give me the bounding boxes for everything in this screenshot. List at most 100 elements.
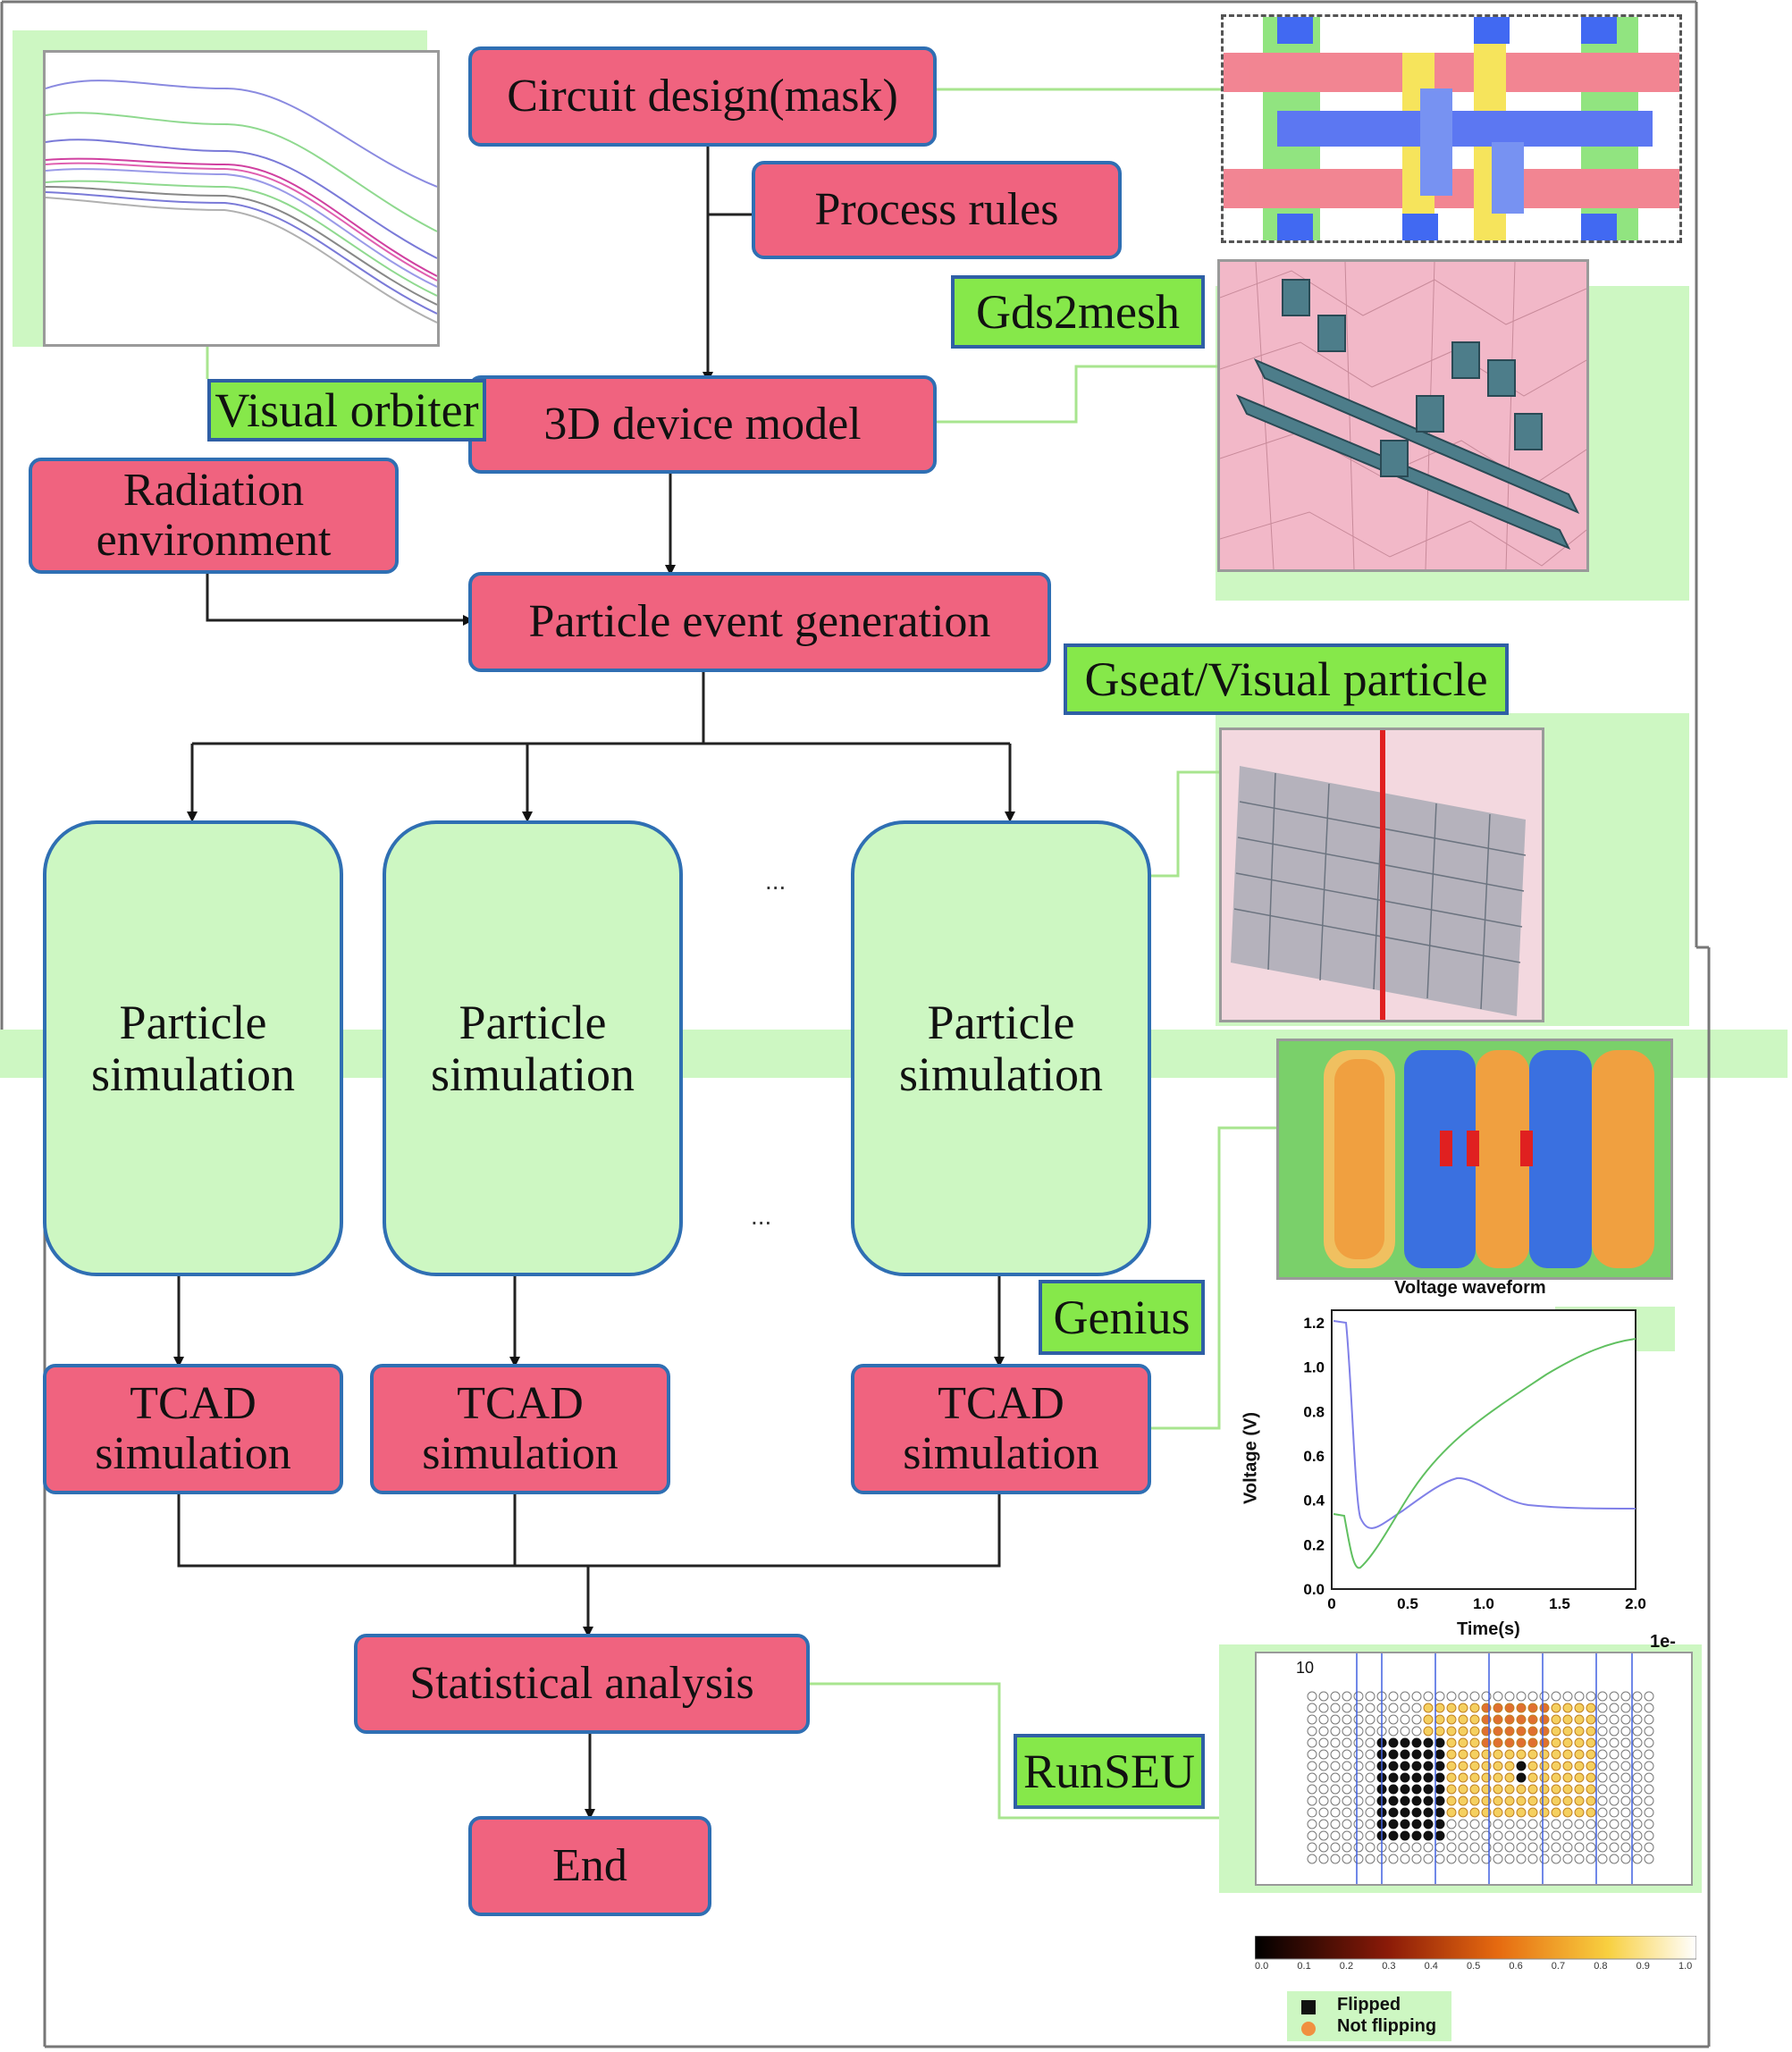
seu-cell xyxy=(1446,1807,1457,1818)
seu-cell xyxy=(1504,1854,1515,1864)
seu-cell xyxy=(1307,1830,1317,1841)
seu-cell xyxy=(1388,1807,1399,1818)
voltage-xtick-label: 1.5 xyxy=(1549,1595,1570,1610)
seu-cell xyxy=(1400,1854,1410,1864)
seu-cell xyxy=(1458,1737,1468,1748)
seu-cell xyxy=(1562,1854,1573,1864)
seu-cell xyxy=(1574,1749,1585,1760)
radiation-environment-box: Radiation environment xyxy=(29,458,399,574)
seu-cell xyxy=(1307,1703,1317,1713)
seu-cell xyxy=(1446,1772,1457,1783)
seu-cell xyxy=(1365,1761,1376,1771)
seu-cell xyxy=(1504,1703,1515,1713)
voltage-ytick-label: 1.2 xyxy=(1303,1315,1325,1332)
voltage-series-blue xyxy=(1333,1320,1636,1529)
particle-event-generation-box: Particle event generation xyxy=(468,572,1051,672)
seu-cell xyxy=(1597,1807,1608,1818)
seu-cell xyxy=(1388,1691,1399,1702)
colorbar-tick-label: 0.3 xyxy=(1382,1961,1396,1972)
seu-cell xyxy=(1307,1726,1317,1737)
seu-cell xyxy=(1516,1749,1527,1760)
seu-cell xyxy=(1562,1842,1573,1853)
seu-cell xyxy=(1609,1796,1620,1806)
seu-cell xyxy=(1597,1761,1608,1771)
seu-cell xyxy=(1527,1703,1538,1713)
seu-cell xyxy=(1539,1703,1550,1713)
seu-cell xyxy=(1562,1749,1573,1760)
colorbar-tick-label: 0.7 xyxy=(1551,1961,1566,1972)
seu-cell xyxy=(1597,1726,1608,1737)
seu-cell xyxy=(1493,1737,1503,1748)
seu-cell xyxy=(1318,1842,1329,1853)
seu-cell xyxy=(1307,1796,1317,1806)
seu-cell xyxy=(1516,1854,1527,1864)
seu-cell xyxy=(1493,1714,1503,1725)
seu-cell xyxy=(1342,1796,1352,1806)
seu-cell xyxy=(1423,1854,1434,1864)
seu-cell xyxy=(1330,1854,1341,1864)
seu-cell xyxy=(1434,1726,1445,1737)
seu-cell xyxy=(1365,1830,1376,1841)
seu-cell xyxy=(1365,1749,1376,1760)
seu-cell xyxy=(1446,1749,1457,1760)
seu-cell xyxy=(1446,1691,1457,1702)
seu-cell xyxy=(1620,1784,1631,1795)
seu-cell xyxy=(1458,1703,1468,1713)
curves-plot xyxy=(45,80,438,324)
seu-cell xyxy=(1342,1784,1352,1795)
seu-cell xyxy=(1400,1772,1410,1783)
seu-cell xyxy=(1516,1703,1527,1713)
seu-cell xyxy=(1586,1772,1596,1783)
legend-flipped-marker xyxy=(1301,2000,1316,2014)
seu-cell xyxy=(1493,1726,1503,1737)
seu-cell xyxy=(1330,1772,1341,1783)
seu-cell xyxy=(1446,1714,1457,1725)
seu-cell xyxy=(1400,1726,1410,1737)
tool-genius: Genius xyxy=(1039,1280,1205,1355)
seu-cell xyxy=(1423,1784,1434,1795)
seu-cell xyxy=(1434,1807,1445,1818)
seu-cell xyxy=(1469,1854,1480,1864)
seu-cell xyxy=(1307,1737,1317,1748)
seu-cell xyxy=(1620,1819,1631,1829)
seu-cell xyxy=(1516,1737,1527,1748)
seu-cell xyxy=(1574,1842,1585,1853)
seu-cell xyxy=(1353,1726,1364,1737)
seu-cell xyxy=(1423,1703,1434,1713)
seu-cell xyxy=(1516,1761,1527,1771)
seu-map xyxy=(1307,1653,1654,1884)
seu-cell xyxy=(1365,1784,1376,1795)
seu-cell xyxy=(1644,1749,1654,1760)
seu-cell xyxy=(1307,1761,1317,1771)
seu-cell xyxy=(1504,1749,1515,1760)
seu-cell xyxy=(1411,1807,1422,1818)
seu-cell xyxy=(1562,1819,1573,1829)
seu-cell xyxy=(1318,1714,1329,1725)
seu-cell xyxy=(1353,1854,1364,1864)
seu-cell xyxy=(1318,1691,1329,1702)
seu-cell xyxy=(1330,1737,1341,1748)
seu-cell xyxy=(1434,1772,1445,1783)
seu-cell xyxy=(1574,1819,1585,1829)
seu-cell xyxy=(1574,1784,1585,1795)
seu-cell xyxy=(1434,1703,1445,1713)
seu-cell xyxy=(1458,1796,1468,1806)
seu-cell xyxy=(1562,1761,1573,1771)
seu-cell xyxy=(1504,1819,1515,1829)
seu-cell xyxy=(1388,1714,1399,1725)
seu-cell xyxy=(1365,1691,1376,1702)
seu-cell xyxy=(1632,1761,1643,1771)
seu-cell xyxy=(1586,1761,1596,1771)
seu-cell xyxy=(1597,1737,1608,1748)
seu-cell xyxy=(1400,1737,1410,1748)
particle-simulation-box-3: Particle simulation xyxy=(851,820,1151,1276)
seu-cell xyxy=(1539,1819,1550,1829)
seu-cell xyxy=(1458,1714,1468,1725)
seu-cell xyxy=(1574,1796,1585,1806)
seu-cell xyxy=(1400,1749,1410,1760)
seu-cell xyxy=(1516,1819,1527,1829)
seu-cell xyxy=(1318,1761,1329,1771)
seu-cell xyxy=(1551,1796,1561,1806)
seu-cell xyxy=(1423,1726,1434,1737)
